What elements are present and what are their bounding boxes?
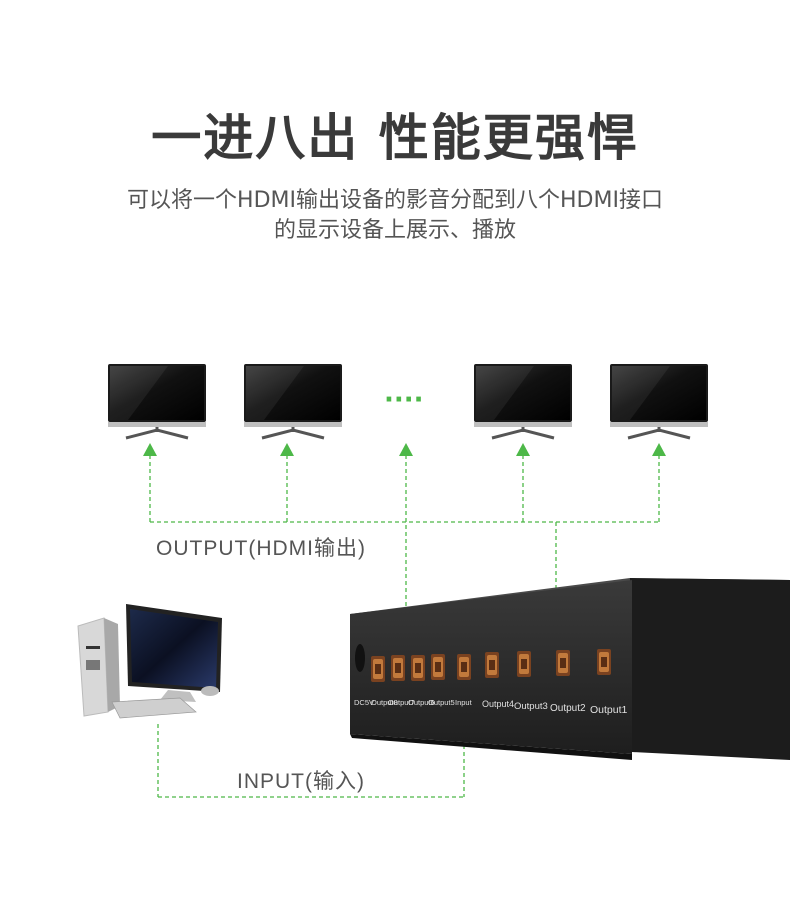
ellipsis: ···· [384,385,424,415]
port-label: Output3 [514,701,548,712]
output-label: OUTPUT(HDMI输出) [156,537,366,560]
port-label: DC5V [354,698,374,707]
port-label: Output7 [388,698,415,707]
input-lines [157,724,465,798]
port-labels: DC5V Output8 Output7 Output6 Output5 Inp… [354,698,628,716]
monitor-icon [608,362,710,440]
port-label: Input [455,698,473,707]
input-label: INPUT(输入) [237,770,365,793]
subtitle-line-2: 的显示设备上展示、播放 [273,218,516,243]
monitor-icon [242,362,344,440]
port-label: Output6 [408,698,435,707]
hdmi-splitter-icon [350,578,790,760]
port-label: Output5 [428,698,455,707]
monitor-icon [106,362,208,440]
monitor-icon [472,362,574,440]
port-label: Output4 [482,699,514,709]
page-title: 一进八出 性能更强悍 [151,109,639,167]
port-label: Output1 [590,704,628,716]
port-label: Output8 [371,698,398,707]
desktop-computer-icon [77,604,222,719]
port-label: Output2 [550,703,586,714]
subtitle-line-1: 可以将一个HDMI输出设备的影音分配到八个HDMI接口 [127,188,663,213]
